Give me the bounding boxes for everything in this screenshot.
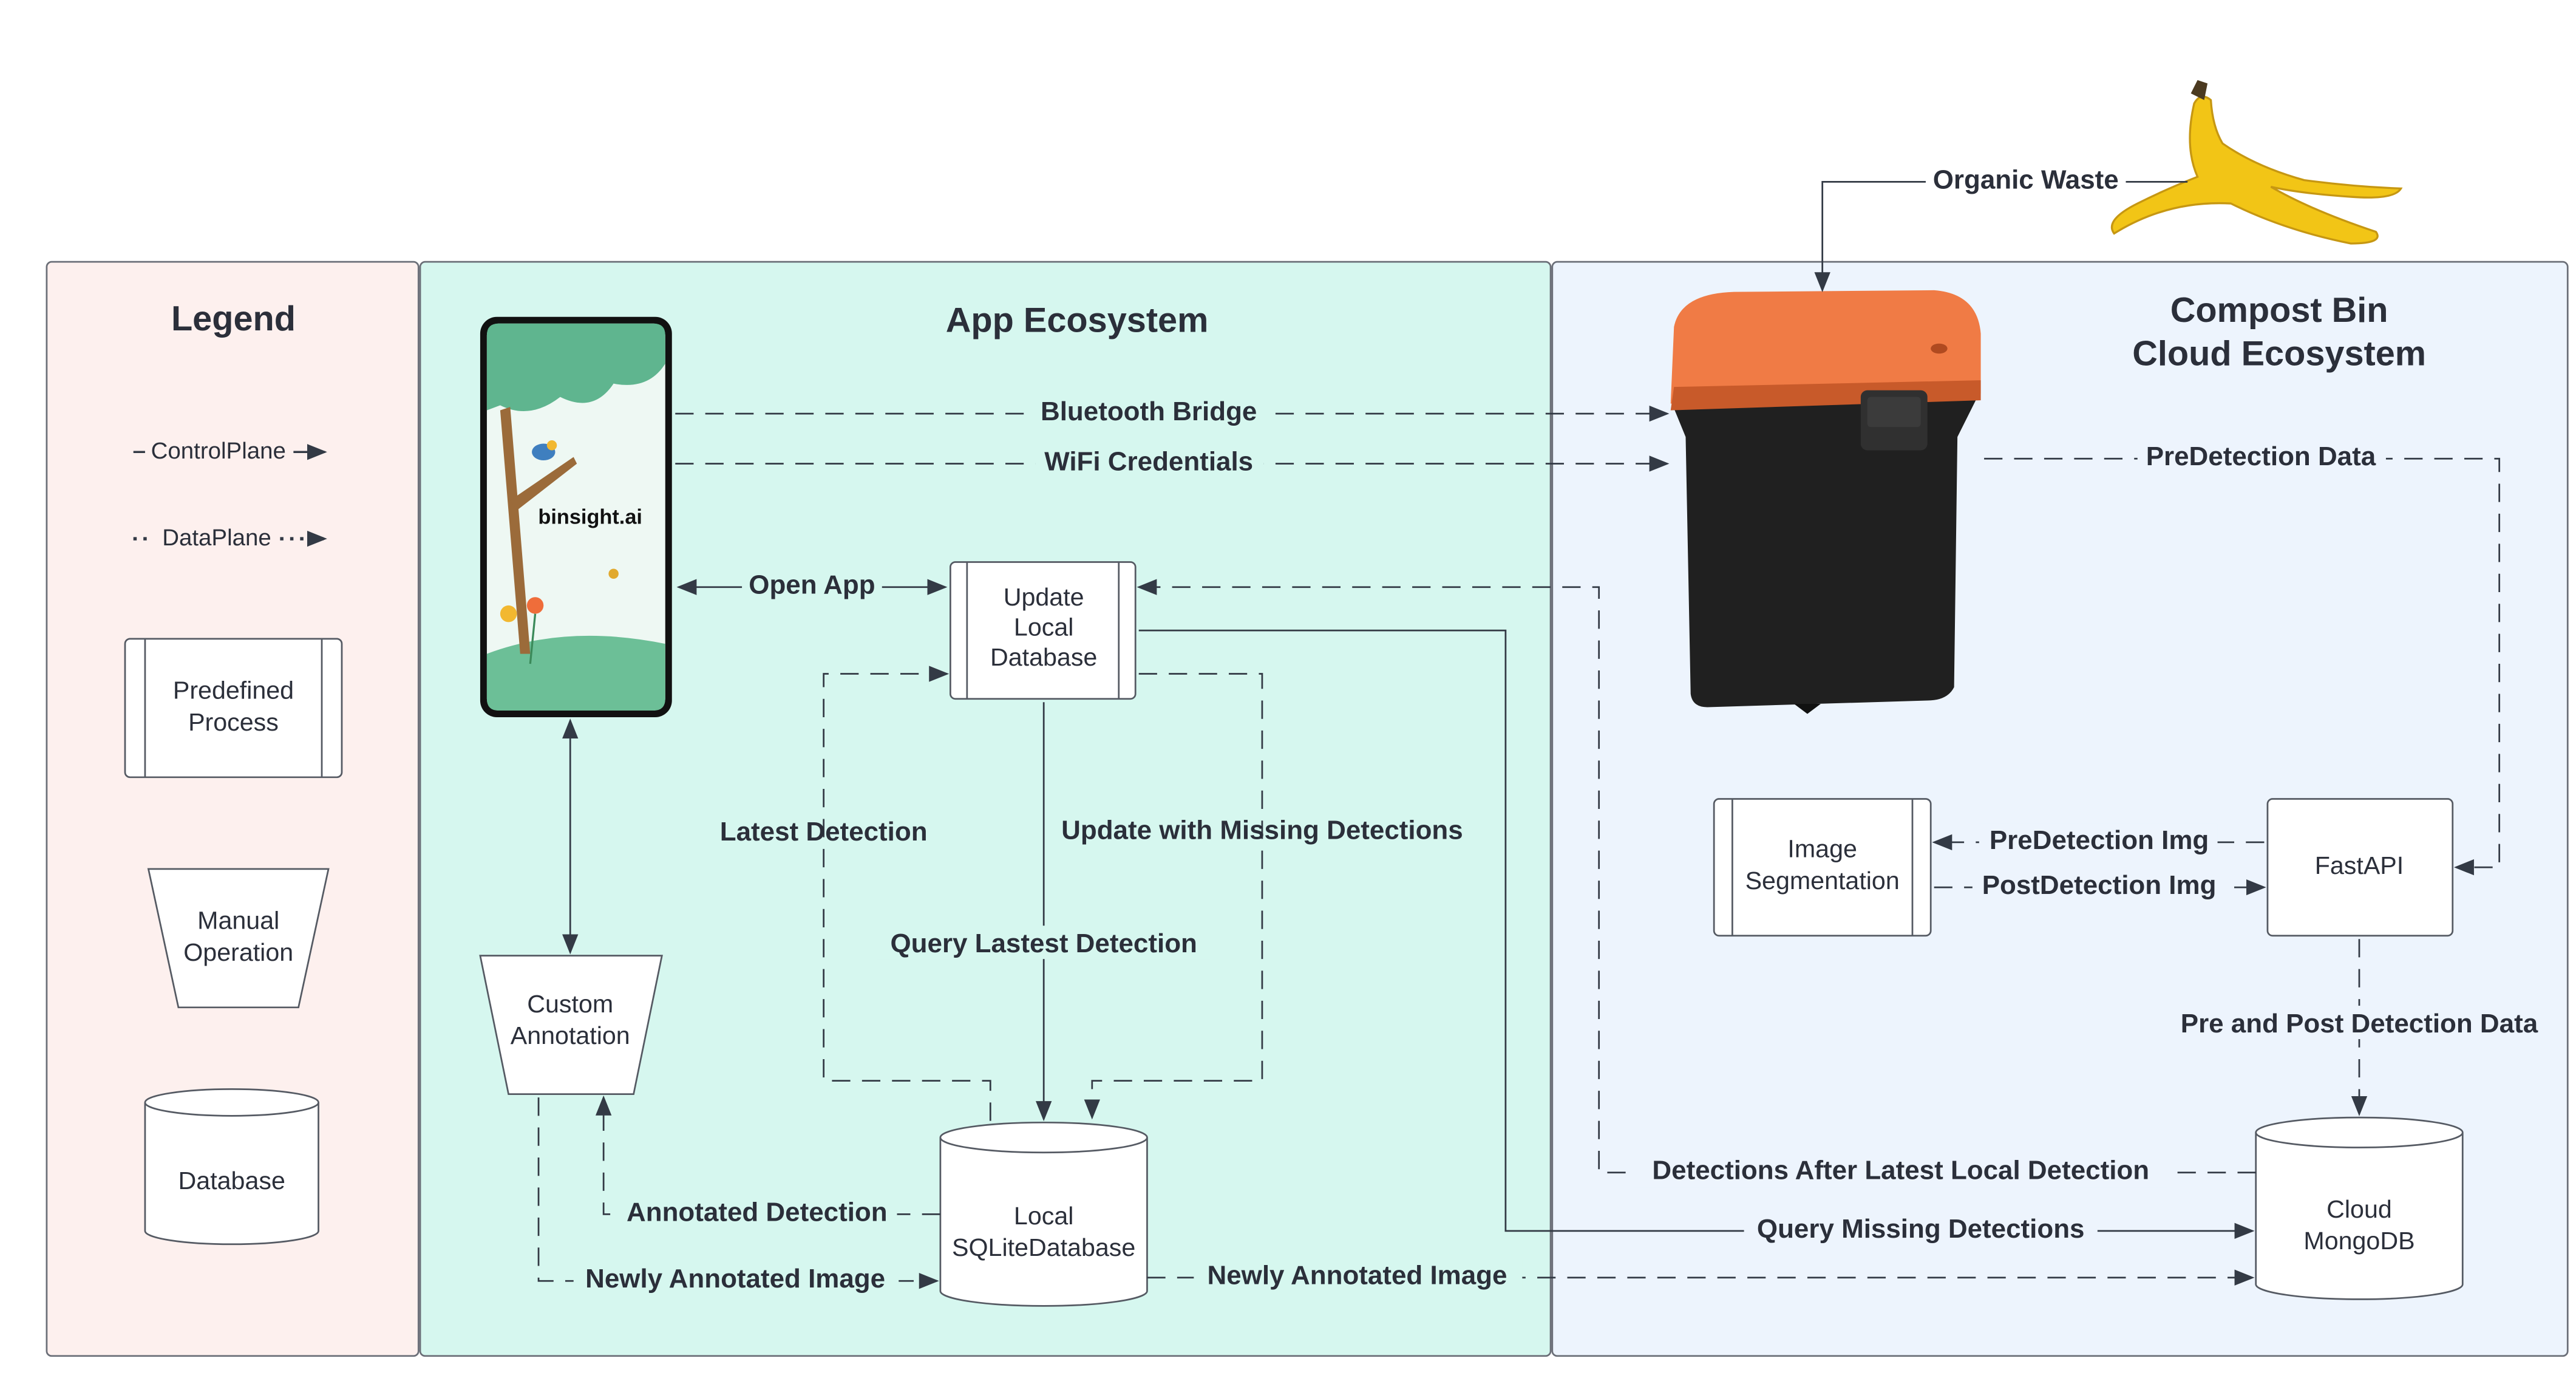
label-open-app: Open App xyxy=(749,570,875,600)
update-local-database-node: Update Local Database xyxy=(950,561,1137,700)
cloud-ecosystem-title-line1: Compost Bin xyxy=(2170,291,2388,330)
custom-annotation-label-1: Custom xyxy=(527,990,613,1018)
legend-database-label: Database xyxy=(178,1167,285,1195)
label-organic-waste: Organic Waste xyxy=(1933,165,2119,194)
legend-manual-label-2: Operation xyxy=(183,938,293,966)
edge-detections-after xyxy=(1137,579,2256,1174)
phone-app: binsight.ai xyxy=(480,316,672,717)
banana-peel xyxy=(2110,80,2403,245)
label-query-missing: Query Missing Detections xyxy=(1757,1214,2085,1244)
app-ecosystem-title: App Ecosystem xyxy=(946,301,1209,340)
local-sqlite-database-node: Local SQLiteDatabase xyxy=(939,1121,1148,1307)
legend-database: Database xyxy=(144,1088,319,1246)
edge-labels: Organic Waste Bluetooth Bridge WiFi Cred… xyxy=(573,162,2551,1296)
fastapi-label: FastAPI xyxy=(2315,851,2404,879)
app-ecosystem-panel: App Ecosystem xyxy=(419,261,1552,1357)
label-detections-after: Detections After Latest Local Detection xyxy=(1652,1156,2149,1185)
edge-annotated-detection xyxy=(595,1095,940,1215)
label-wifi: WiFi Credentials xyxy=(1044,446,1253,476)
label-newly-annotated-left: Newly Annotated Image xyxy=(585,1264,885,1294)
label-predetection-img: PreDetection Img xyxy=(1990,825,2209,855)
label-latest-detection: Latest Detection xyxy=(720,817,928,847)
fastapi-node: FastAPI xyxy=(2266,798,2454,937)
label-annotated-detection: Annotated Detection xyxy=(627,1197,888,1227)
legend-title: Legend xyxy=(171,299,296,338)
label-query-latest: Query Lastest Detection xyxy=(890,929,1197,958)
local-db-label-2: SQLiteDatabase xyxy=(952,1233,1135,1261)
compost-bin xyxy=(1670,290,1981,714)
legend-predefined-label-2: Process xyxy=(188,708,279,736)
cloud-ecosystem-title-line2: Cloud Ecosystem xyxy=(2132,334,2426,373)
legend-control-plane-label: ControlPlane xyxy=(151,438,286,464)
image-seg-label-1: Image xyxy=(1787,835,1857,863)
legend-data-plane-label: DataPlane xyxy=(162,525,271,551)
custom-annotation-label-2: Annotation xyxy=(511,1021,630,1049)
cloud-db-label-2: MongoDB xyxy=(2303,1227,2415,1255)
label-update-missing: Update with Missing Detections xyxy=(1061,815,1463,845)
label-predetection-data: PreDetection Data xyxy=(2146,442,2376,471)
cloud-mongodb-node: Cloud MongoDB xyxy=(2255,1116,2464,1300)
cloud-db-label-1: Cloud xyxy=(2326,1195,2392,1223)
label-postdetection-img: PostDetection Img xyxy=(1982,870,2217,900)
label-newly-annotated-right: Newly Annotated Image xyxy=(1207,1261,1507,1291)
legend-manual-label-1: Manual xyxy=(197,907,279,935)
image-seg-label-2: Segmentation xyxy=(1745,867,1900,895)
legend-control-plane: ControlPlane xyxy=(133,438,327,464)
legend-data-plane: DataPlane xyxy=(133,525,327,551)
label-bluetooth: Bluetooth Bridge xyxy=(1041,397,1257,426)
local-db-label-1: Local xyxy=(1014,1202,1073,1230)
legend-predefined-process: Predefined Process xyxy=(124,638,343,779)
update-db-label-2: Local xyxy=(1014,613,1073,641)
phone-brand: binsight.ai xyxy=(538,505,642,528)
custom-annotation-node: Custom Annotation xyxy=(479,955,663,1095)
image-segmentation-node: Image Segmentation xyxy=(1713,798,1932,937)
label-pre-post-data: Pre and Post Detection Data xyxy=(2181,1009,2538,1038)
update-db-label-1: Update xyxy=(1004,583,1084,611)
legend-predefined-label-1: Predefined xyxy=(173,677,294,704)
legend-manual-operation: Manual Operation xyxy=(147,868,330,1009)
update-db-label-3: Database xyxy=(990,643,1097,671)
edge-newly-annotated-left xyxy=(537,1097,939,1289)
